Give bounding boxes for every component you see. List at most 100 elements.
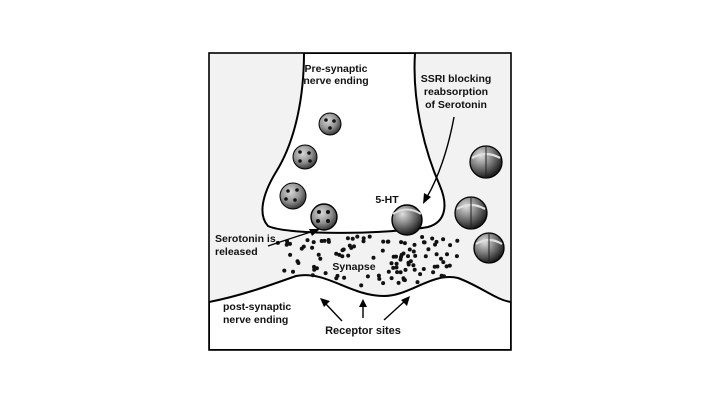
serotonin-molecule-icon	[288, 252, 293, 257]
serotonin-molecule-icon	[389, 261, 394, 266]
ssri-arrowhead-icon	[423, 193, 431, 204]
receptor-arrowhead-right-icon	[401, 296, 410, 306]
serotonin-molecule-icon	[386, 269, 391, 274]
serotonin-molecule-icon	[359, 283, 364, 288]
serotonin-molecule-icon	[406, 260, 411, 265]
serotonin-molecule-icon	[282, 268, 287, 273]
serotonin-molecule-icon	[420, 235, 425, 239]
serotonin-molecule-icon	[391, 254, 396, 259]
ssri-arrow	[426, 116, 455, 198]
postsynaptic-label-line1: post-synaptic	[223, 301, 291, 313]
serotonin-molecule-icon	[346, 253, 351, 258]
serotonin-molecule-icon	[334, 251, 339, 256]
serotonin-molecule-icon	[402, 241, 407, 246]
serotonin-molecule-icon	[361, 239, 366, 244]
serotonin-molecule-icon	[441, 260, 446, 265]
ssri-label-line2: reabsorption	[424, 86, 488, 98]
serotonin-molecule-icon	[342, 275, 347, 280]
serotonin-molecule-icon	[454, 254, 459, 259]
serotonin-released-label-line1: Serotonin is	[215, 233, 276, 245]
serotonin-molecule-icon	[355, 234, 360, 239]
serotonin-molecule-icon	[319, 239, 324, 243]
serotonin-molecule-icon	[326, 239, 331, 244]
serotonin-molecule-icon	[413, 253, 418, 258]
serotonin-molecule-icon	[371, 255, 376, 260]
serotonin-released-label-line2: released	[215, 246, 258, 258]
vesicle	[279, 182, 307, 210]
serotonin-molecule-icon	[444, 264, 449, 269]
postsynaptic-terminal	[209, 274, 511, 350]
serotonin-molecule-icon	[394, 265, 399, 270]
serotonin-molecule-icon	[411, 249, 416, 254]
presynaptic-terminal	[261, 53, 446, 234]
serotonin-molecule-icon	[311, 240, 316, 245]
serotonin-molecule-icon	[439, 256, 443, 261]
serotonin-molecule-icon	[316, 252, 321, 257]
serotonin-molecule-icon	[412, 267, 417, 272]
serotonin-molecule-icon	[340, 254, 345, 259]
serotonin-molecule-icon	[433, 242, 437, 247]
serotonin-molecule-icon	[415, 280, 420, 285]
ssri-label-line1: SSRI blocking	[421, 73, 492, 85]
receptor-arrow-left	[323, 301, 343, 322]
serotonin-molecule-icon	[434, 252, 439, 257]
serotonin-molecule-icon	[381, 239, 386, 244]
vesicle	[310, 203, 338, 231]
serotonin-molecule-icon	[349, 245, 354, 250]
serotonin-molecule-icon	[448, 243, 453, 248]
serotonin-molecule-icon	[401, 277, 406, 282]
postsynaptic-label-line2: nerve ending	[223, 314, 288, 326]
serotonin-molecule-icon	[423, 254, 428, 259]
serotonin-molecule-icon	[310, 273, 315, 278]
serotonin-molecule-icon	[350, 236, 355, 241]
serotonin-molecule-icon	[284, 242, 289, 247]
serotonin-molecule-icon	[432, 264, 437, 269]
serotonin-molecule-icon	[447, 263, 452, 268]
serotonin-molecule-icon	[411, 263, 416, 268]
serotonin-molecule-icon	[439, 273, 444, 278]
serotonin-molecule-icon	[441, 237, 446, 242]
serotonin-molecule-icon	[412, 242, 417, 247]
serotonin-molecule-icon	[389, 276, 394, 281]
serotonin-molecule-icon	[430, 236, 435, 241]
serotonin-molecule-icon	[426, 247, 431, 252]
serotonin-molecule-icon	[396, 280, 401, 285]
reuptake-blocker-icon	[391, 204, 423, 236]
serotonin-molecule-icon	[365, 274, 370, 279]
receptor-arrowhead-left-icon	[320, 298, 330, 307]
vesicle	[318, 112, 342, 136]
serotonin-molecule-icon	[334, 276, 339, 281]
ssri-blocker-icon	[469, 145, 503, 179]
synapse-label: Synapse	[332, 261, 375, 273]
serotonin-molecule-icon	[386, 239, 391, 244]
serotonin-molecule-icon	[406, 254, 410, 259]
serotonin-molecule-icon	[418, 272, 423, 277]
serotonin-molecule-icon	[401, 251, 406, 256]
serotonin-release-arrow	[267, 230, 315, 247]
serotonin-molecule-icon	[323, 271, 328, 276]
serotonin-molecule-icon	[399, 240, 404, 245]
serotonin-molecule-icon	[381, 281, 386, 286]
serotonin-molecule-icon	[421, 240, 426, 245]
serotonin-molecule-icon	[314, 266, 319, 271]
serotonin-molecule-icon	[345, 236, 350, 241]
serotonin-molecule-icon	[322, 238, 327, 243]
serotonin-molecule-icon	[318, 256, 323, 261]
five-ht-label: 5-HT	[375, 194, 399, 206]
vesicle	[292, 144, 318, 170]
serotonin-molecule-icon	[299, 246, 304, 251]
serotonin-molecule-icon	[403, 267, 408, 272]
receptor-arrowhead-center-icon	[359, 299, 367, 307]
ssri-blocker-icon	[454, 196, 488, 230]
presynaptic-label-line1: Pre-synaptic	[304, 63, 367, 75]
serotonin-molecule-icon	[455, 238, 460, 243]
serotonin-molecule-icon	[340, 248, 345, 253]
serotonin-molecule-icon	[367, 234, 372, 239]
ssri-label-line3: of Serotonin	[425, 99, 487, 111]
serotonin-molecule-icon	[295, 259, 300, 264]
receptor-arrow-right	[383, 299, 407, 321]
serotonin-molecule-icon	[445, 252, 449, 257]
serotonin-molecule-icon	[291, 269, 295, 274]
